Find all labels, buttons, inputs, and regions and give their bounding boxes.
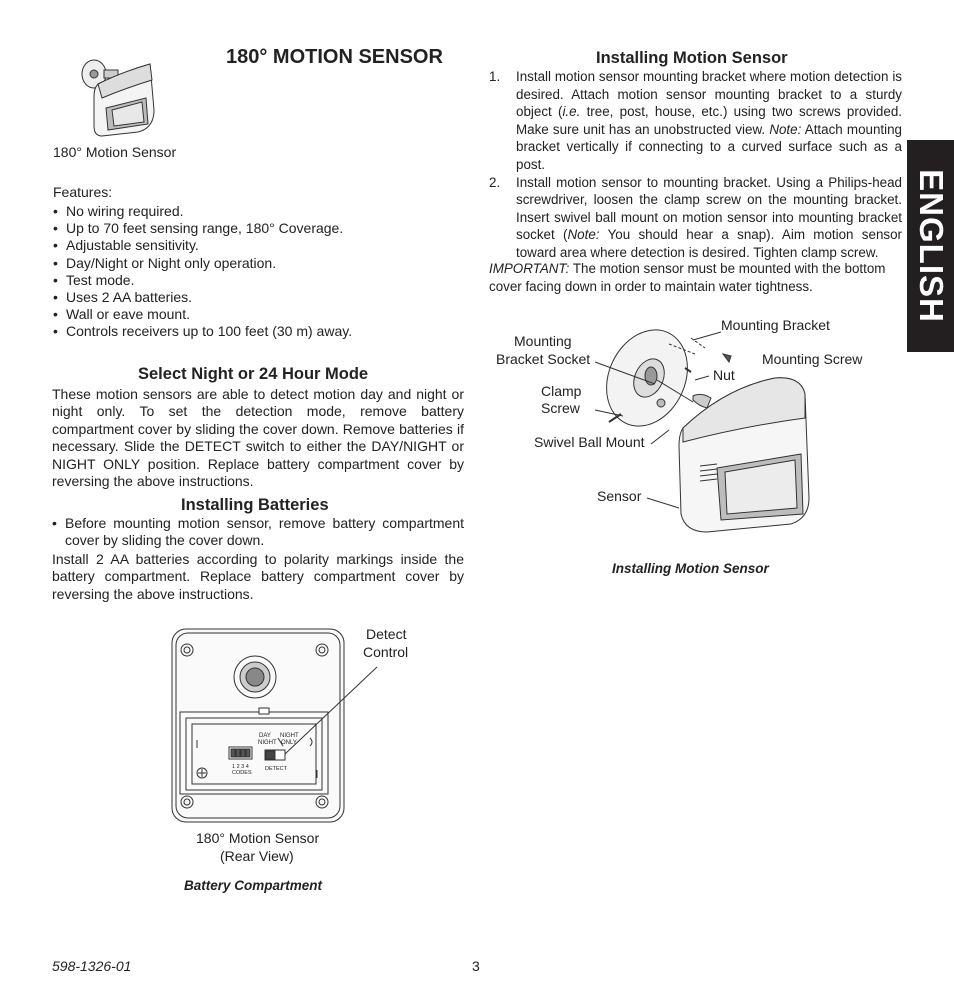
mode-body: These motion sensors are able to detect …	[52, 386, 464, 490]
important-text: The motion sensor must be mounted with t…	[489, 261, 886, 294]
step-text: Install motion sensor mounting bracket w…	[516, 69, 902, 120]
switch-night-label: NIGHT	[280, 733, 299, 739]
step-text: tree, post, house, etc.) using two screw…	[516, 104, 902, 137]
list-item: Wall or eave mount.	[53, 306, 473, 323]
step-note: Note:	[567, 227, 600, 243]
battery-compartment-figure	[171, 628, 378, 823]
codes-numbers: 1 2 3 4	[232, 764, 249, 770]
important-note: IMPORTANT: The motion sensor must be mou…	[489, 260, 904, 295]
step-number: 1.	[489, 69, 501, 84]
product-illustration	[81, 59, 155, 137]
list-item: Day/Night or Night only operation.	[53, 255, 473, 272]
battery-figure-caption-line2: (Rear View)	[220, 848, 294, 864]
language-tab-label: ENGLISH	[912, 169, 950, 323]
install-figure	[594, 329, 810, 533]
mode-heading: Select Night or 24 Hour Mode	[138, 365, 369, 383]
step-note: Note:	[769, 121, 802, 137]
batteries-body: Install 2 AA batteries according to pola…	[52, 551, 464, 602]
step-number: 2.	[489, 174, 501, 190]
install-steps: 1. Install motion sensor mounting bracket…	[489, 68, 902, 262]
step-text: Install motion sensor to mounting bracke…	[516, 174, 902, 243]
important-label: IMPORTANT:	[489, 261, 570, 276]
list-item: Uses 2 AA batteries.	[53, 289, 473, 306]
detect-switch-label: DETECT	[265, 766, 287, 772]
battery-figure-caption-line1: 180° Motion Sensor	[196, 830, 320, 846]
install-heading: Installing Motion Sensor	[596, 49, 788, 67]
list-item: 2. Install motion sensor to mounting brac…	[489, 174, 902, 262]
switch-daynight-label: NIGHT	[258, 740, 277, 746]
batteries-bullets: Before mounting motion sensor, remove ba…	[52, 515, 464, 550]
clamp-label-line1: Clamp	[541, 383, 582, 399]
mounting-screw-label: Mounting Screw	[762, 351, 863, 367]
codes-label: CODES	[232, 770, 252, 776]
mounting-bracket-label: Mounting Bracket	[721, 317, 830, 333]
step-text: You should hear a snap). Aim motion sens…	[516, 227, 902, 260]
switch-day-label: DAY	[259, 733, 271, 739]
clamp-label-line2: Screw	[541, 400, 580, 416]
features-heading: Features:	[53, 184, 113, 200]
socket-label-line2: Bracket Socket	[496, 351, 591, 367]
control-label: Control	[363, 644, 409, 660]
switch-only-label: ONLY	[281, 740, 297, 746]
detect-label: Detect	[366, 626, 407, 642]
socket-label-line1: Mounting	[514, 333, 572, 349]
install-figure-title: Installing Motion Sensor	[612, 561, 769, 576]
list-item: Up to 70 feet sensing range, 180° Covera…	[53, 220, 473, 237]
list-item: Before mounting motion sensor, remove ba…	[52, 515, 464, 550]
language-tab: ENGLISH	[907, 140, 954, 352]
page-title: 180° MOTION SENSOR	[226, 46, 443, 68]
battery-figure-title: Battery Compartment	[184, 878, 323, 893]
swivel-label: Swivel Ball Mount	[534, 434, 645, 450]
list-item: Controls receivers up to 100 feet (30 m)…	[53, 323, 473, 340]
page-number: 3	[472, 958, 480, 974]
document-number: 598-1326-01	[52, 958, 132, 974]
features-list: No wiring required. Up to 70 feet sensin…	[53, 203, 473, 341]
product-caption: 180° Motion Sensor	[53, 144, 177, 160]
sensor-label: Sensor	[597, 488, 642, 504]
step-text: i.e.	[562, 104, 581, 120]
batteries-heading: Installing Batteries	[181, 496, 329, 514]
list-item: Test mode.	[53, 272, 473, 289]
step-text: Attach mounting bracket vertically if co…	[516, 121, 902, 172]
list-item: No wiring required.	[53, 203, 473, 220]
list-item: 1. Install motion sensor mounting bracket…	[489, 68, 902, 174]
list-item: Adjustable sensitivity.	[53, 237, 473, 254]
nut-label: Nut	[713, 367, 735, 383]
